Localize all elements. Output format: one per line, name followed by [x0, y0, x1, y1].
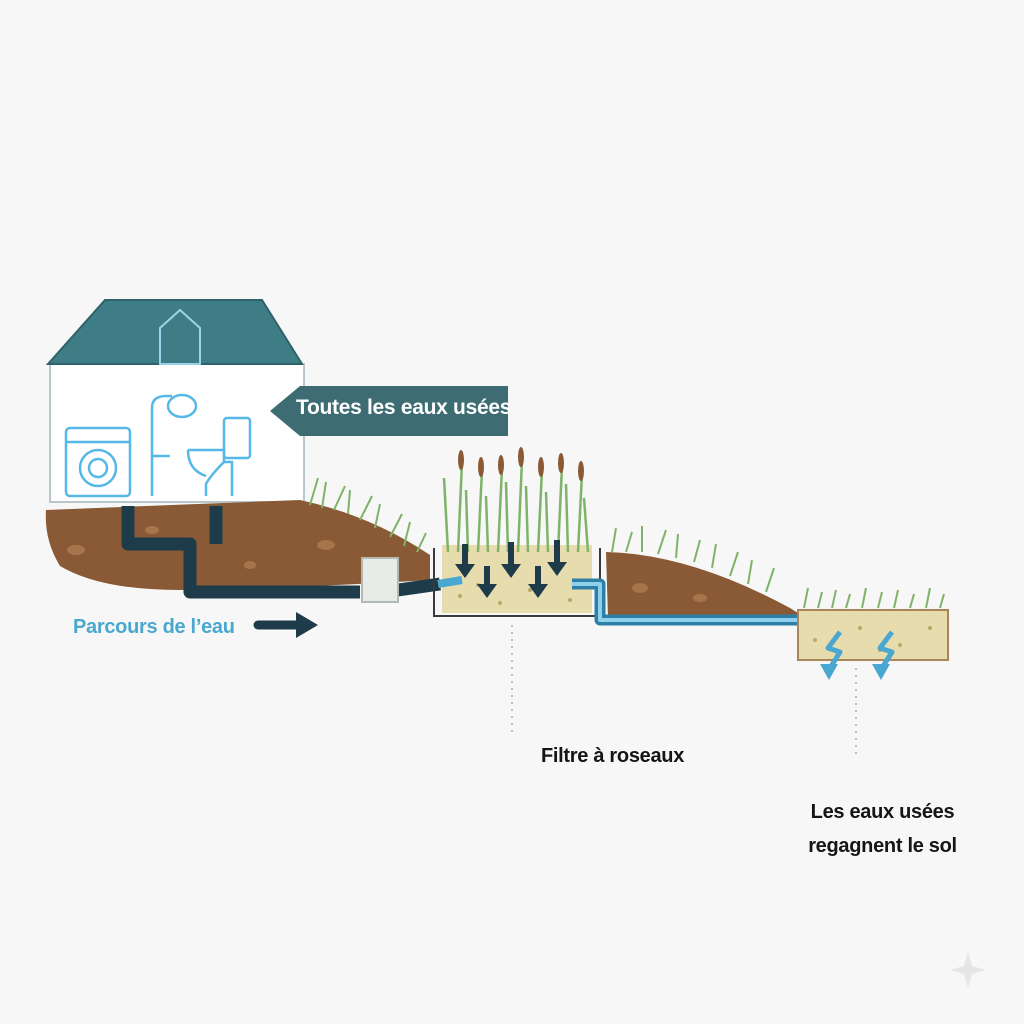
soil-middle	[606, 552, 806, 618]
callout-arrow	[270, 386, 508, 436]
soil-stones-middle	[632, 583, 707, 602]
dormer	[159, 308, 201, 365]
house-roof	[45, 299, 304, 365]
soil-stones-left	[67, 526, 335, 569]
arrow-down-icon	[455, 540, 567, 598]
label-soil-return: Les eaux usées regagnent le sol	[808, 801, 957, 857]
grass-left	[309, 477, 427, 553]
infiltration-bed	[797, 587, 949, 661]
grass-middle	[611, 526, 775, 593]
sparkle-icon	[950, 952, 986, 988]
shower-icon	[150, 393, 198, 496]
arrow-right-icon	[253, 612, 318, 638]
label-all-wastewater: Toutes les eaux usées	[296, 396, 512, 419]
septic-box	[361, 557, 399, 603]
house-wall	[49, 363, 305, 503]
house-icon	[45, 299, 305, 503]
reed-plants-icon	[442, 447, 590, 553]
soil-left	[45, 500, 431, 590]
washing-machine-icon	[64, 426, 132, 498]
filter-inlet	[437, 576, 463, 588]
toilet-icon	[186, 416, 252, 496]
infiltration-arrow-icon	[825, 630, 895, 670]
label-reed-filter: Filtre à roseaux	[541, 745, 685, 767]
label-water-path: Parcours de l’eau	[73, 616, 235, 638]
